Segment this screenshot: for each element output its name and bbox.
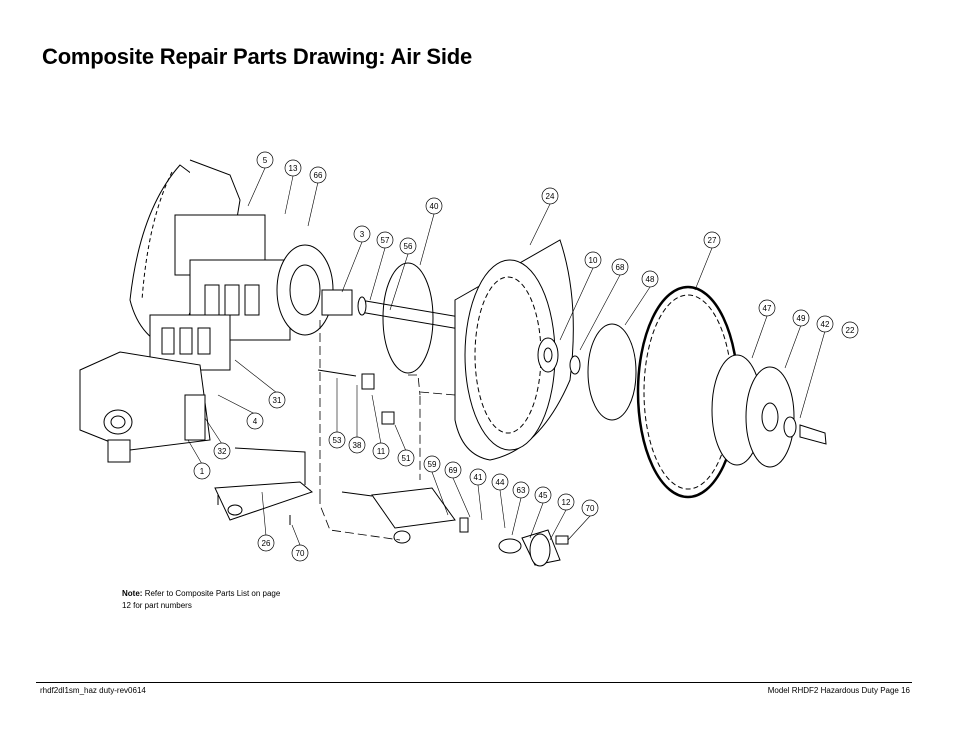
svg-text:59: 59 bbox=[428, 460, 437, 469]
callout-68: 68 bbox=[611, 258, 629, 276]
svg-text:41: 41 bbox=[474, 473, 483, 482]
svg-text:68: 68 bbox=[616, 263, 625, 272]
svg-text:70: 70 bbox=[296, 549, 305, 558]
callout-27: 27 bbox=[703, 231, 721, 249]
callout-66: 66 bbox=[309, 166, 327, 184]
svg-text:13: 13 bbox=[289, 164, 298, 173]
svg-text:12: 12 bbox=[562, 498, 571, 507]
callout-45: 45 bbox=[534, 486, 552, 504]
callout-59: 59 bbox=[423, 455, 441, 473]
callout-10: 10 bbox=[584, 251, 602, 269]
svg-text:4: 4 bbox=[253, 417, 258, 426]
callout-1: 1 bbox=[193, 462, 211, 480]
callout-69: 69 bbox=[444, 461, 462, 479]
svg-text:5: 5 bbox=[263, 156, 268, 165]
diaphragm-stack bbox=[587, 285, 827, 499]
callout-13: 13 bbox=[284, 159, 302, 177]
svg-text:3: 3 bbox=[360, 230, 365, 239]
svg-text:24: 24 bbox=[546, 192, 555, 201]
callout-63: 63 bbox=[512, 481, 530, 499]
callout-38: 38 bbox=[348, 436, 366, 454]
callout-31: 31 bbox=[268, 391, 286, 409]
svg-text:47: 47 bbox=[763, 304, 772, 313]
svg-text:32: 32 bbox=[218, 447, 227, 456]
svg-text:11: 11 bbox=[377, 447, 386, 456]
svg-text:51: 51 bbox=[402, 454, 411, 463]
leader-lines bbox=[187, 167, 826, 546]
callout-12: 12 bbox=[557, 493, 575, 511]
callout-47: 47 bbox=[758, 299, 776, 317]
bracket bbox=[214, 447, 314, 525]
callout-22: 22 bbox=[841, 321, 859, 339]
callout-56: 56 bbox=[399, 237, 417, 255]
air-valve-assembly bbox=[79, 351, 211, 463]
callout-bubbles: 5 13 66 40 24 3 57 56 27 10 68 48 47 49 … bbox=[193, 151, 859, 562]
callout-3: 3 bbox=[353, 225, 371, 243]
callout-70-b: 70 bbox=[291, 544, 309, 562]
callout-24: 24 bbox=[541, 187, 559, 205]
callout-49: 49 bbox=[792, 309, 810, 327]
svg-text:49: 49 bbox=[797, 314, 806, 323]
callout-51: 51 bbox=[397, 449, 415, 467]
callout-5: 5 bbox=[256, 151, 274, 169]
center-section-body bbox=[129, 159, 334, 371]
assembly-guides bbox=[319, 320, 456, 541]
svg-text:66: 66 bbox=[314, 171, 323, 180]
callout-11: 11 bbox=[372, 442, 390, 460]
callout-44: 44 bbox=[491, 473, 509, 491]
callout-4: 4 bbox=[246, 412, 264, 430]
footer-document-id: rhdf2dl1sm_haz duty-rev0614 bbox=[40, 686, 146, 695]
svg-text:44: 44 bbox=[496, 478, 505, 487]
callout-41: 41 bbox=[469, 468, 487, 486]
callout-32: 32 bbox=[213, 442, 231, 460]
shaft-and-bushings bbox=[317, 262, 549, 425]
callout-48: 48 bbox=[641, 270, 659, 288]
exploded-parts-drawing: 5 13 66 40 24 3 57 56 27 10 68 48 47 49 … bbox=[79, 151, 859, 567]
svg-text:70: 70 bbox=[586, 504, 595, 513]
svg-text:27: 27 bbox=[708, 236, 717, 245]
svg-text:63: 63 bbox=[517, 486, 526, 495]
callout-70-a: 70 bbox=[581, 499, 599, 517]
svg-text:40: 40 bbox=[430, 202, 439, 211]
svg-text:56: 56 bbox=[404, 242, 413, 251]
outer-housing bbox=[454, 239, 581, 461]
svg-text:1: 1 bbox=[200, 467, 205, 476]
svg-text:69: 69 bbox=[449, 466, 458, 475]
callout-53: 53 bbox=[328, 431, 346, 449]
svg-text:31: 31 bbox=[273, 396, 282, 405]
callout-26: 26 bbox=[257, 534, 275, 552]
svg-text:42: 42 bbox=[821, 320, 830, 329]
footer-page-label: Model RHDF2 Hazardous Duty Page 16 bbox=[767, 686, 910, 695]
note: Note: Refer to Composite Parts List on p… bbox=[122, 588, 282, 612]
svg-text:57: 57 bbox=[381, 236, 390, 245]
footer-rule bbox=[36, 682, 912, 683]
callout-40: 40 bbox=[425, 197, 443, 215]
svg-text:26: 26 bbox=[262, 539, 271, 548]
svg-text:53: 53 bbox=[333, 436, 342, 445]
callout-57: 57 bbox=[376, 231, 394, 249]
svg-text:38: 38 bbox=[353, 441, 362, 450]
svg-text:48: 48 bbox=[646, 275, 655, 284]
note-text: Refer to Composite Parts List on page 12… bbox=[122, 589, 281, 610]
note-label: Note: bbox=[122, 589, 143, 598]
callout-42: 42 bbox=[816, 315, 834, 333]
svg-text:10: 10 bbox=[589, 256, 598, 265]
page-title: Composite Repair Parts Drawing: Air Side bbox=[42, 44, 473, 69]
svg-text:45: 45 bbox=[539, 491, 548, 500]
svg-text:22: 22 bbox=[846, 326, 855, 335]
